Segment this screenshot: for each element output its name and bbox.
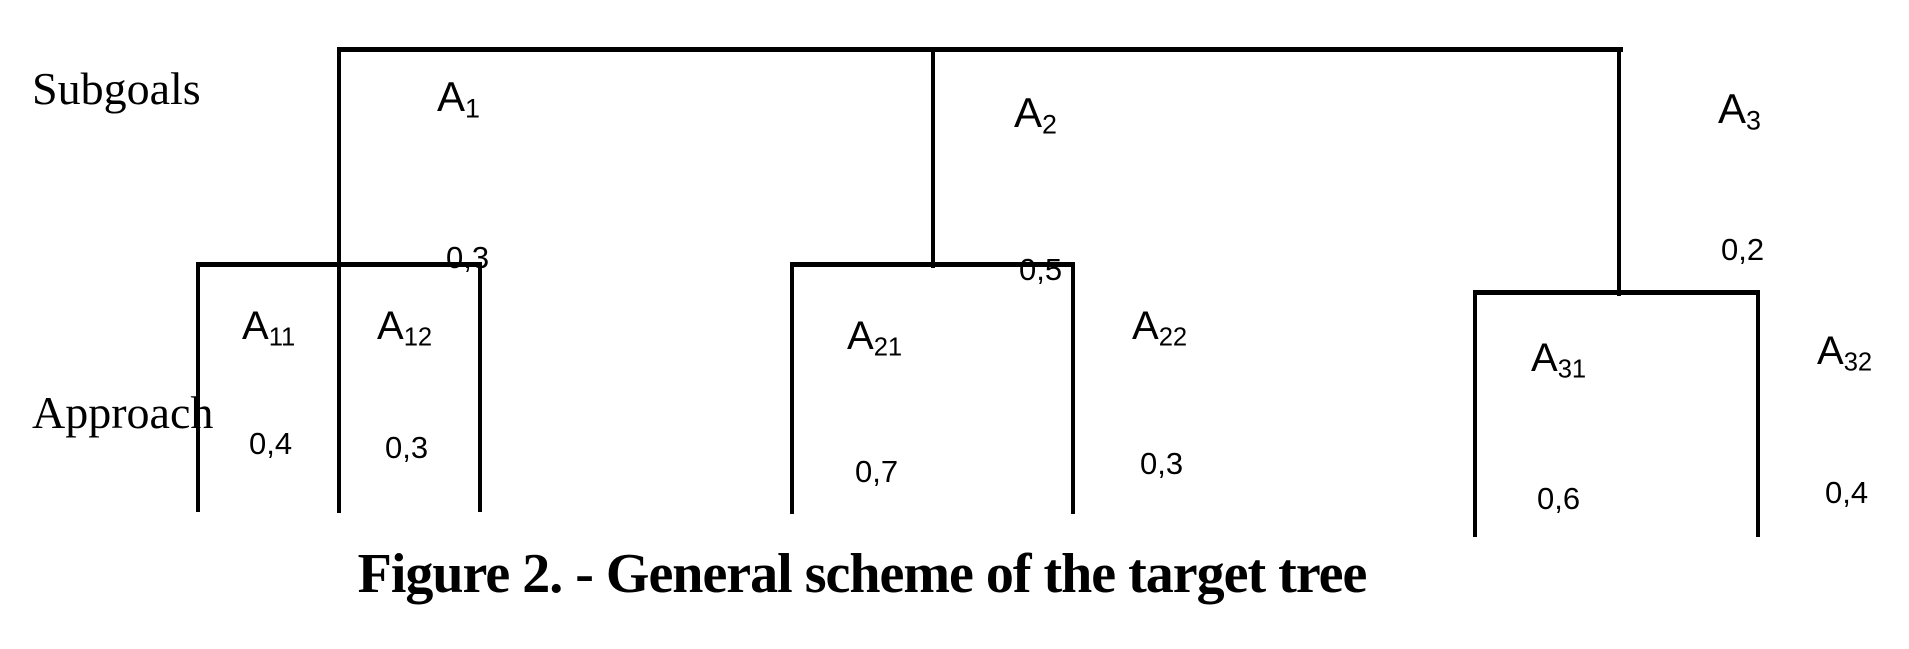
root-connector-line xyxy=(337,47,1623,52)
node-a21-label: A21 xyxy=(847,314,902,360)
a3-branch-line xyxy=(1617,47,1621,296)
weight-a11: 0,4 xyxy=(249,426,293,461)
node-a21-base: A xyxy=(847,314,874,358)
a31-branch-line xyxy=(1473,290,1477,537)
weight-a2: 0,5 xyxy=(1019,252,1063,287)
node-a31-subscript: 31 xyxy=(1557,355,1587,384)
a22-branch-line xyxy=(1071,262,1075,514)
node-a11-label: A11 xyxy=(242,304,295,350)
node-a2-base: A xyxy=(1014,89,1043,136)
node-a2-subscript: 2 xyxy=(1042,109,1057,140)
node-a32-base: A xyxy=(1817,329,1844,373)
a3-children-connector-line xyxy=(1473,290,1760,295)
node-a31-base: A xyxy=(1531,336,1558,380)
node-a11-base: A xyxy=(242,304,269,348)
a11-branch-line xyxy=(196,262,200,512)
weight-a3: 0,2 xyxy=(1721,232,1765,267)
weight-a21: 0,7 xyxy=(855,454,899,489)
row-label-approach: Approach xyxy=(32,387,214,438)
node-a31-label: A31 xyxy=(1531,336,1586,382)
node-a22-base: A xyxy=(1132,304,1159,348)
node-a1-label: A1 xyxy=(437,73,480,123)
node-a11-subscript: 11 xyxy=(268,323,296,352)
node-a12-label: A12 xyxy=(377,304,432,350)
node-a22-subscript: 22 xyxy=(1158,323,1188,352)
node-a32-subscript: 32 xyxy=(1843,348,1873,377)
node-a2-label: A2 xyxy=(1014,89,1057,139)
node-a1-base: A xyxy=(437,73,466,120)
a12-branch-line xyxy=(478,262,482,512)
node-a3-base: A xyxy=(1718,85,1747,132)
weight-a31: 0,6 xyxy=(1537,481,1581,516)
weight-a32: 0,4 xyxy=(1825,475,1869,510)
figure-caption: Figure 2. - General scheme of the target… xyxy=(357,543,1368,605)
weight-a12: 0,3 xyxy=(385,430,429,465)
node-a12-subscript: 12 xyxy=(403,323,433,352)
node-a1-subscript: 1 xyxy=(465,93,480,124)
node-a12-base: A xyxy=(377,304,404,348)
a21-branch-line xyxy=(790,262,794,514)
a2-children-connector-line xyxy=(790,262,1075,267)
node-a21-subscript: 21 xyxy=(873,333,903,362)
weight-a1: 0,3 xyxy=(446,240,490,275)
weight-a22: 0,3 xyxy=(1140,446,1184,481)
a1-branch-line xyxy=(337,47,341,513)
row-label-subgoals: Subgoals xyxy=(32,63,201,114)
node-a32-label: A32 xyxy=(1817,329,1872,375)
node-a3-subscript: 3 xyxy=(1746,105,1761,136)
node-a22-label: A22 xyxy=(1132,304,1187,350)
a2-branch-line xyxy=(931,47,935,268)
a32-branch-line xyxy=(1756,290,1760,537)
a1-children-connector-line xyxy=(196,262,482,267)
node-a3-label: A3 xyxy=(1718,85,1761,135)
